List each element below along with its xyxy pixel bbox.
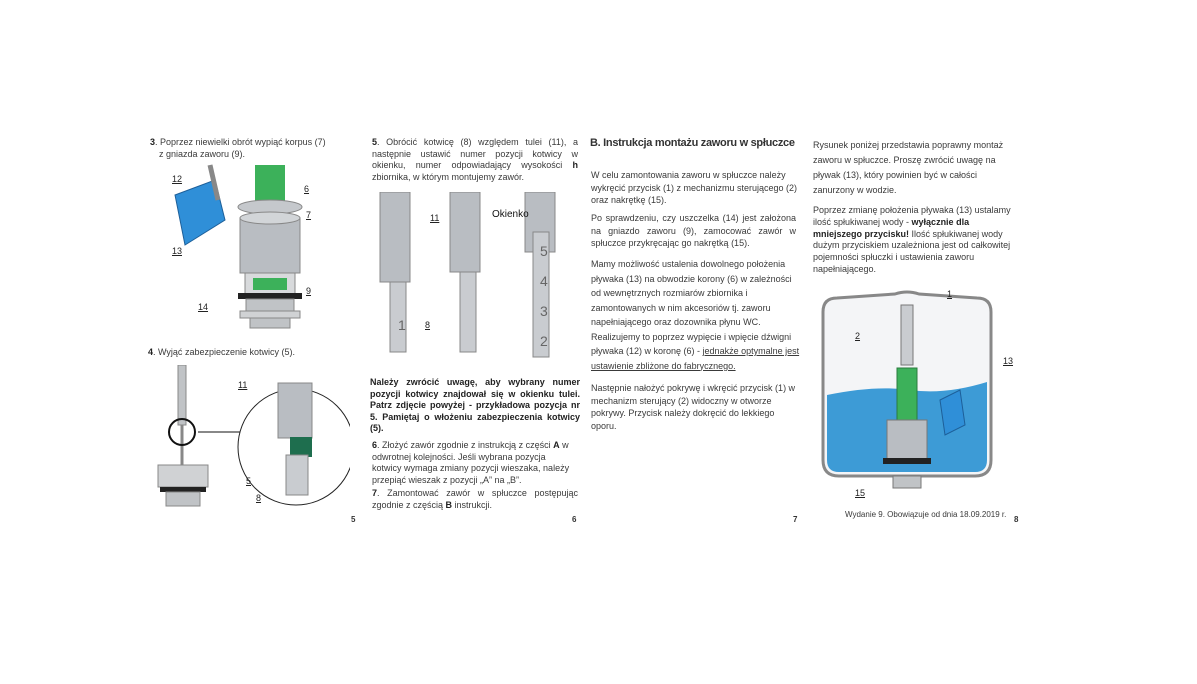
position-2: 2: [540, 333, 548, 349]
step-5: 5. Obrócić kotwicę (8) względem tulei (1…: [372, 137, 578, 182]
label-5: 5: [246, 476, 252, 486]
label-1: 1: [947, 289, 953, 299]
label-11: 11: [430, 213, 440, 223]
page-number: 6: [572, 515, 577, 524]
label-8: 8: [425, 320, 431, 330]
label-13: 13: [172, 246, 183, 256]
label-13: 13: [1003, 356, 1014, 366]
position-1: 1: [398, 317, 406, 333]
anchor-positions-illustration: [379, 192, 556, 358]
paragraph-2: Po sprawdzeniu, czy uszczelka (14) jest …: [591, 213, 796, 248]
label-12: 12: [172, 174, 183, 184]
label-2: 2: [855, 331, 861, 341]
page-number: 7: [793, 515, 798, 524]
position-4: 4: [540, 273, 548, 289]
section-heading: B. Instrukcja montażu zaworu w spłuczce: [590, 137, 795, 149]
paragraph-3: Mamy możliwość ustalenia dowolnego położ…: [591, 259, 800, 371]
position-3: 3: [540, 303, 548, 319]
step-7: 7. Zamontować zawór w spłuczce postępują…: [372, 488, 578, 510]
label-9: 9: [306, 286, 312, 296]
label-11: 11: [238, 380, 248, 390]
label-okienko: Okienko: [492, 209, 529, 220]
anchor-detail-illustration: [157, 365, 350, 507]
page-number: 8: [1014, 515, 1019, 524]
label-14: 14: [198, 302, 209, 312]
step-3: 3. Poprzez niewielki obrót wypiąć korpus…: [150, 137, 326, 159]
position-5: 5: [540, 243, 548, 259]
anchor-note: Należy zwrócić uwagę, aby wybrany numer …: [370, 377, 580, 433]
cistern-illustration: [821, 290, 993, 489]
label-15: 15: [855, 488, 866, 498]
step-6: 6. Złożyć zawór zgodnie z instrukcją z c…: [372, 440, 570, 485]
paragraph-2: Poprzez zmianę położenia pływaka (13) us…: [813, 205, 1011, 274]
label-6: 6: [304, 184, 310, 194]
label-7: 7: [306, 210, 312, 220]
paragraph-1: W celu zamontowania zaworu w spłuczce na…: [591, 170, 798, 205]
paragraph-4: Następnie nałożyć pokrywę i wkręcić przy…: [591, 383, 796, 431]
page-number: 5: [351, 515, 356, 524]
edition-footer: Wydanie 9. Obowiązuje od dnia 18.09.2019…: [845, 510, 1007, 519]
step-4: 4. Wyjąć zabezpieczenie kotwicy (5).: [148, 347, 295, 357]
label-8: 8: [256, 493, 262, 503]
valve-body-illustration: [174, 164, 303, 329]
paragraph-1: Rysunek poniżej przedstawia poprawny mon…: [813, 140, 1004, 195]
